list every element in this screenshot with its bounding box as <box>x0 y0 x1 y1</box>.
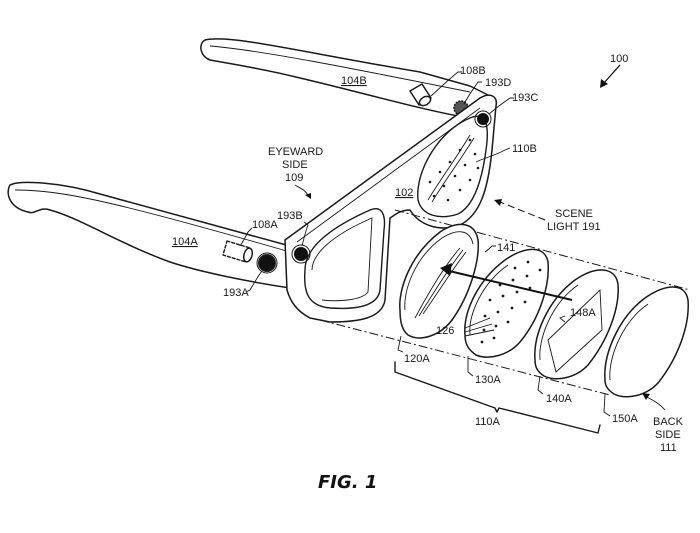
label-150a: 150A <box>612 413 638 425</box>
label-104b: 104B <box>341 75 367 87</box>
temple-left <box>7 181 291 289</box>
region-148a <box>547 288 603 373</box>
label-110b: 110B <box>512 143 537 155</box>
label-110a: 110A <box>475 416 501 428</box>
label-108b: 108B <box>460 65 486 77</box>
label-141: 141 <box>497 242 515 254</box>
leader-lines <box>239 71 611 417</box>
lens-right-emitters <box>427 134 480 203</box>
camera-right <box>409 83 432 107</box>
label-back-side-1: BACK <box>653 416 684 428</box>
layer-140a <box>534 269 619 380</box>
label-193d: 193D <box>485 77 511 89</box>
camera-left <box>222 240 254 263</box>
label-back-side-3: 111 <box>660 442 677 454</box>
sensor-193c-icon <box>477 113 489 125</box>
label-126: 126 <box>436 325 454 337</box>
sensor-193a-icon <box>258 254 276 272</box>
label-102: 102 <box>395 187 413 199</box>
bracket-110a <box>394 361 601 434</box>
reference-arrow <box>600 64 621 88</box>
label-back-side-2: SIDE <box>655 429 681 441</box>
label-scene-light-1: SCENE <box>555 208 593 220</box>
label-193a: 193A <box>223 287 249 299</box>
label-eyeward-3: 109 <box>285 172 303 184</box>
label-120a: 120A <box>404 353 430 365</box>
figure-caption: FIG. 1 <box>318 472 377 493</box>
front-frame <box>284 94 498 323</box>
scene-light-arrow <box>494 199 546 221</box>
label-scene-light-2: LIGHT 191 <box>547 221 601 233</box>
label-193b: 193B <box>277 210 303 222</box>
label-108a: 108A <box>252 219 278 231</box>
label-104a: 104A <box>172 236 198 248</box>
label-193c: 193C <box>512 92 538 104</box>
label-reference-100: 100 <box>610 53 628 65</box>
label-148a: 148A <box>570 307 596 319</box>
sensor-193b-icon <box>294 247 308 261</box>
light-ray-arrow <box>440 263 573 301</box>
layer-150a <box>604 286 689 398</box>
eyeward-arrow <box>294 184 309 196</box>
label-eyeward-1: EYEWARD <box>268 146 323 158</box>
label-130a: 130A <box>475 374 501 386</box>
back-side-arrow <box>644 395 666 411</box>
layer-130a-emitters <box>480 260 542 344</box>
label-eyeward-2: SIDE <box>282 159 308 171</box>
label-140a: 140A <box>546 393 572 405</box>
